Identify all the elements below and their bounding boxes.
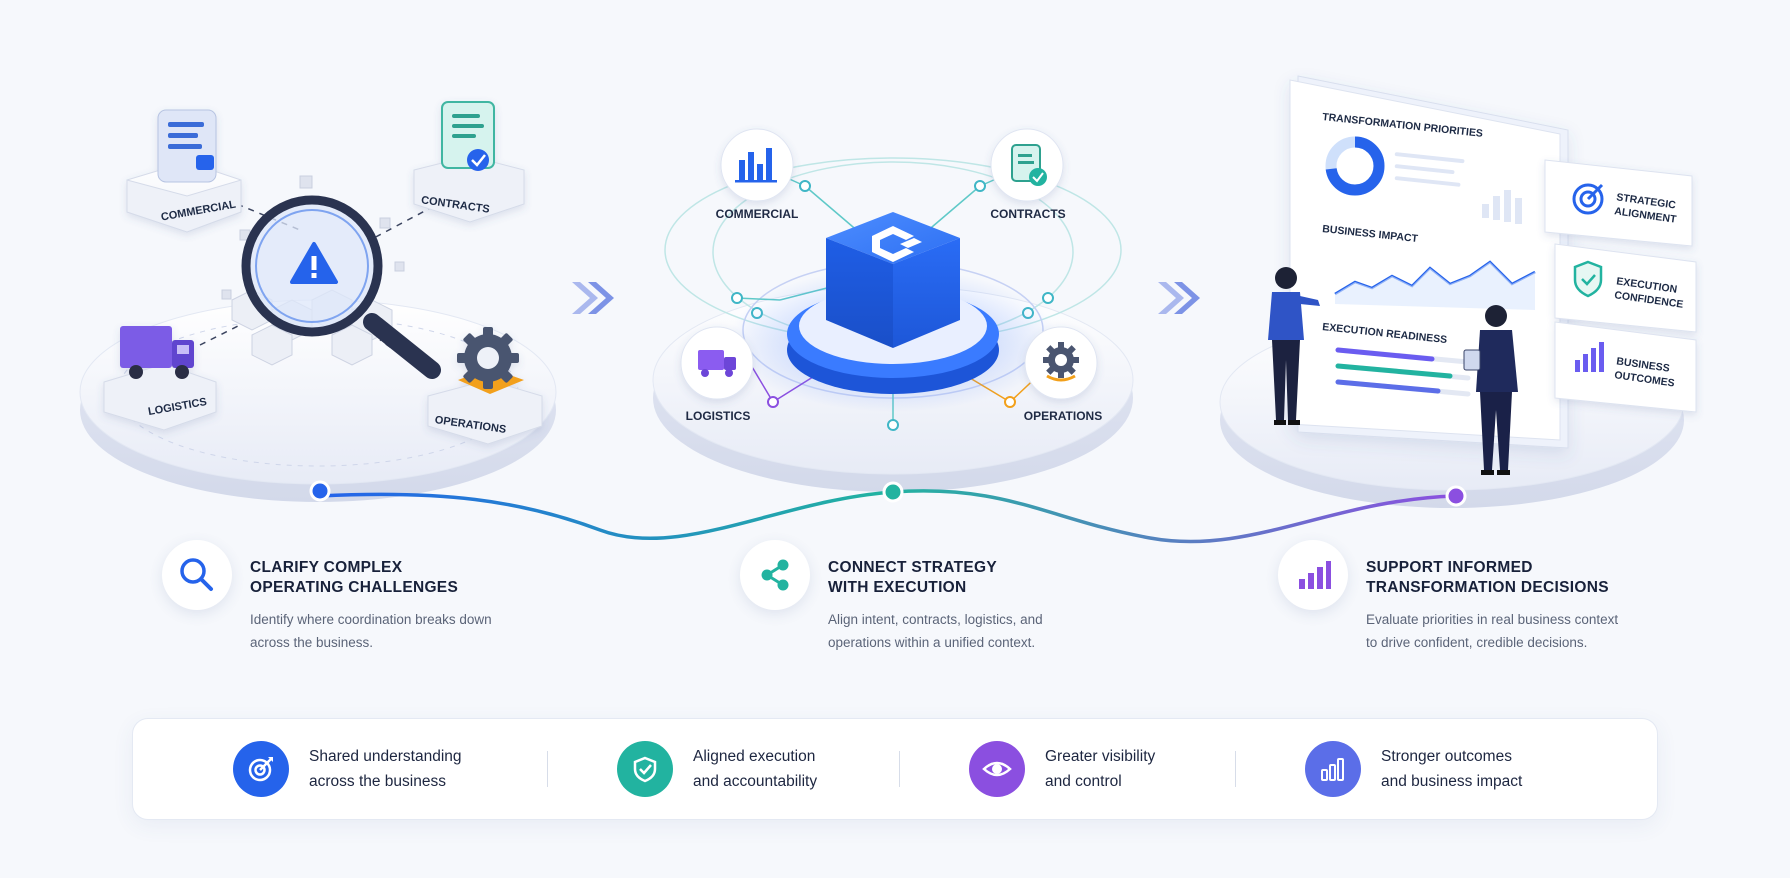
search-icon xyxy=(180,558,213,591)
eye-icon xyxy=(969,741,1025,797)
benefit-shared-understanding: Shared understanding across the business xyxy=(233,741,462,797)
timeline-dot-1 xyxy=(309,480,331,502)
benefit-label-2: Aligned execution and accountability xyxy=(693,748,818,790)
stage1-operations-node: OPERATIONS xyxy=(427,327,543,445)
stage2-text-block: CONNECT STRATEGY WITH EXECUTION Align in… xyxy=(740,540,1043,654)
mini-bars xyxy=(1482,190,1522,224)
benefit-label-4: Stronger outcomes and business impact xyxy=(1381,748,1523,790)
stage1-logistics-node: LOGISTICS xyxy=(103,326,217,431)
stage3-card-3: BUSINESS OUTCOMES xyxy=(1554,321,1697,413)
stage3-card-1: STRATEGIC ALIGNMENT xyxy=(1544,159,1693,247)
benefit-divider xyxy=(547,751,548,787)
bar-chart-icon xyxy=(1299,561,1331,589)
donut-chart xyxy=(1325,136,1385,196)
benefits-bar: Shared understanding across the business… xyxy=(132,718,1658,820)
person-man xyxy=(1463,305,1518,475)
benefit-aligned-execution: Aligned execution and accountability xyxy=(617,741,817,797)
stage2-description: Align intent, contracts, logistics, and … xyxy=(828,612,1043,650)
bar-chart-icon xyxy=(1305,741,1361,797)
timeline-dot-3 xyxy=(1445,485,1467,507)
truck-icon xyxy=(120,326,194,379)
stage1-contracts-node: CONTRACTS xyxy=(413,101,525,223)
stage2-icon xyxy=(740,540,810,610)
central-hub xyxy=(728,212,1058,412)
share-nodes-icon xyxy=(761,559,789,591)
stage1-description: Identify where coordination breaks down … xyxy=(250,612,492,650)
target-icon xyxy=(233,741,289,797)
timeline-dot-2 xyxy=(882,481,904,503)
gear-icon xyxy=(457,327,519,389)
benefit-greater-visibility: Greater visibility and control xyxy=(969,741,1155,797)
stage3-text-block: SUPPORT INFORMED TRANSFORMATION DECISION… xyxy=(1278,540,1618,654)
gear-icon xyxy=(1043,342,1079,382)
stage2-commercial-node: COMMERCIAL xyxy=(716,128,799,221)
stage1-icon xyxy=(162,540,232,610)
stage3-card-2: EXECUTION CONFIDENCE xyxy=(1554,243,1697,333)
benefit-stronger-outcomes: Stronger outcomes and business impact xyxy=(1305,741,1522,797)
impact-line-chart xyxy=(1334,260,1536,310)
stage1-title: CLARIFY COMPLEX OPERATING CHALLENGES xyxy=(250,559,459,596)
stage2-logistics-label: LOGISTICS xyxy=(686,409,751,423)
stage2-operations-label: OPERATIONS xyxy=(1024,409,1102,423)
stage2-contracts-label: CONTRACTS xyxy=(990,207,1065,221)
stage3-title: SUPPORT INFORMED TRANSFORMATION DECISION… xyxy=(1366,559,1609,596)
stage3-icon xyxy=(1278,540,1348,610)
stage3-description: Evaluate priorities in real business con… xyxy=(1366,612,1619,650)
benefit-divider xyxy=(899,751,900,787)
stage1-text-block: CLARIFY COMPLEX OPERATING CHALLENGES Ide… xyxy=(162,540,492,654)
hub-logo-icon xyxy=(872,226,922,262)
shield-check-icon xyxy=(1573,260,1603,298)
benefit-divider xyxy=(1235,751,1236,787)
stage2-logistics-node: LOGISTICS xyxy=(680,326,754,423)
bar-chart-icon xyxy=(1575,342,1604,372)
document-check-icon xyxy=(1011,144,1047,186)
person-woman xyxy=(1268,267,1320,425)
stage2-title: CONNECT STRATEGY WITH EXECUTION xyxy=(828,559,997,596)
benefit-label-3: Greater visibility and control xyxy=(1045,748,1156,790)
stage2-contracts-node: CONTRACTS xyxy=(990,128,1066,221)
benefit-label-1: Shared understanding across the business xyxy=(309,748,462,790)
readiness-bars xyxy=(1335,347,1471,397)
stage2-operations-node: OPERATIONS xyxy=(1024,326,1102,423)
fragment-cubes xyxy=(221,175,405,300)
magnifier-icon xyxy=(241,195,441,379)
stage1-commercial-node: COMMERCIAL xyxy=(126,109,242,233)
bar-chart-icon xyxy=(735,148,777,183)
priority-lines xyxy=(1394,152,1465,187)
target-icon xyxy=(1572,183,1604,215)
stage2-commercial-label: COMMERCIAL xyxy=(716,207,799,221)
stage-arrow-1 xyxy=(572,282,614,314)
truck-icon xyxy=(698,350,736,377)
dashboard-panel: TRANSFORMATION PRIORITIES BUSINESS IMPAC… xyxy=(1289,75,1569,449)
warning-icon xyxy=(290,242,338,284)
shield-check-icon xyxy=(617,741,673,797)
stage-arrow-2 xyxy=(1158,282,1200,314)
